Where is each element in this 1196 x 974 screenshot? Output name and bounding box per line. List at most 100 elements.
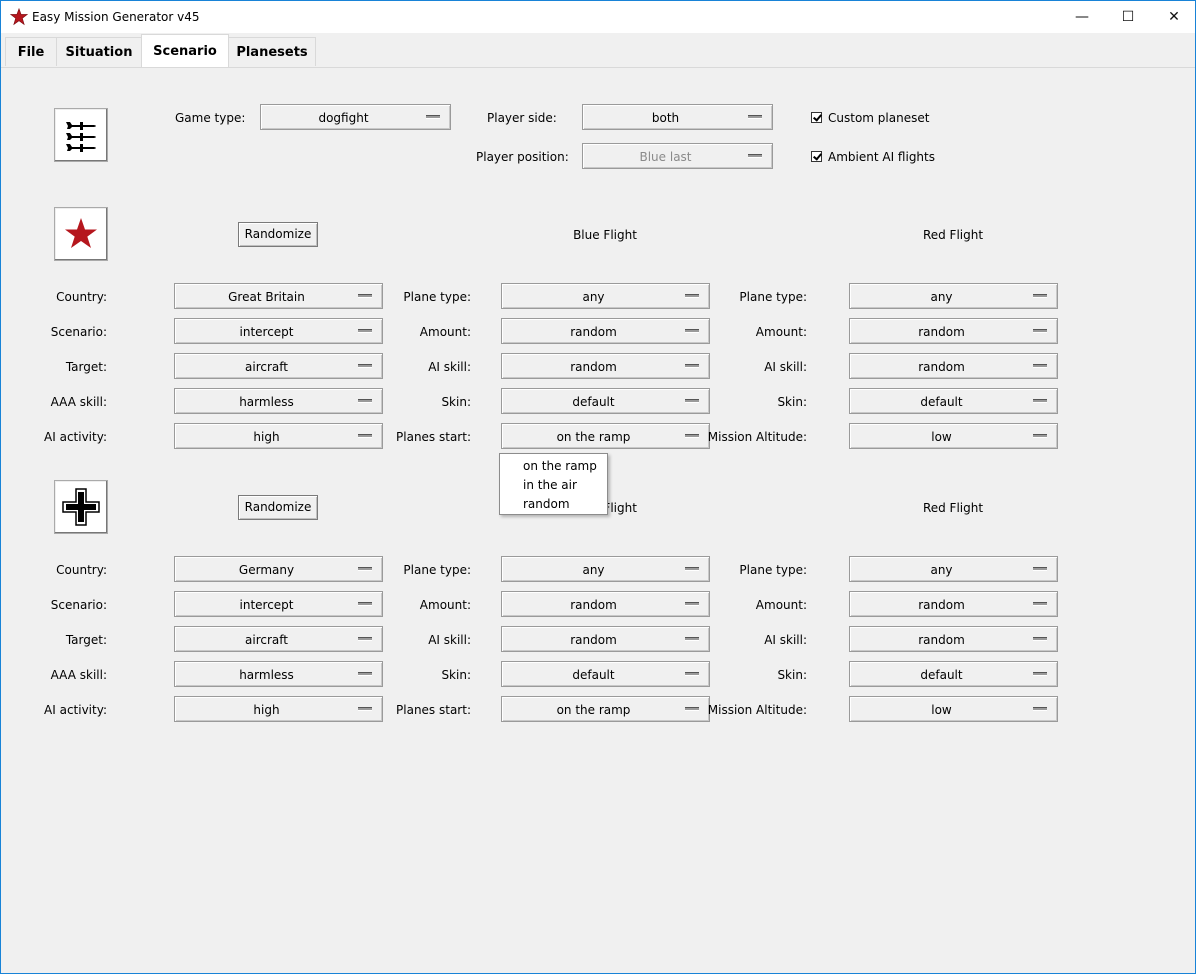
dropdown-option[interactable]: on the ramp (523, 459, 597, 473)
axis-emblem-box (54, 480, 108, 534)
red-ai-skill-select[interactable]: random (849, 626, 1058, 652)
country-select[interactable]: Great Britain (174, 283, 383, 309)
blue-plane-type-label: Plane type: (403, 563, 471, 577)
blue-plane-type-value: any (582, 290, 605, 304)
tab-planesets[interactable]: Planesets (228, 37, 316, 66)
aaa-skill-select[interactable]: harmless (174, 388, 383, 414)
ai-activity-label: AI activity: (44, 430, 107, 444)
dropdown-arrow-icon (358, 294, 372, 298)
scenario-select[interactable]: intercept (174, 591, 383, 617)
country-value: Germany (238, 563, 295, 577)
blue-ai-skill-label: AI skill: (428, 360, 471, 374)
red-mission-altitude-select[interactable]: low (849, 423, 1058, 449)
red-skin-select[interactable]: default (849, 661, 1058, 687)
red-skin-label: Skin: (777, 668, 807, 682)
window-title: Easy Mission Generator v45 (32, 10, 200, 24)
dropdown-arrow-icon (685, 707, 699, 711)
red-skin-value: default (920, 395, 963, 409)
iron-cross-icon (62, 488, 100, 526)
red-mission-altitude-select[interactable]: low (849, 696, 1058, 722)
custom-planeset-checkbox[interactable] (811, 112, 822, 123)
blue-plane-type-select[interactable]: any (501, 283, 710, 309)
tab-scenario[interactable]: Scenario (141, 34, 229, 67)
blue-planes-start-select[interactable]: on the ramp (501, 423, 710, 449)
red-skin-select[interactable]: default (849, 388, 1058, 414)
blue-ai-skill-value: random (570, 360, 617, 374)
red-mission-altitude-value: low (931, 430, 952, 444)
country-value: Great Britain (228, 290, 305, 304)
red-ai-skill-value: random (918, 360, 965, 374)
target-value: aircraft (245, 633, 288, 647)
ai-activity-select[interactable]: high (174, 423, 383, 449)
blue-planes-start-select[interactable]: on the ramp (501, 696, 710, 722)
aaa-skill-label: AAA skill: (50, 395, 107, 409)
blue-amount-value: random (570, 598, 617, 612)
red-skin-label: Skin: (777, 395, 807, 409)
target-label: Target: (65, 360, 107, 374)
close-button[interactable]: ✕ (1168, 9, 1180, 25)
player-position-value: Blue last (639, 150, 692, 164)
dropdown-arrow-icon (1033, 399, 1047, 403)
maximize-button[interactable]: ☐ (1121, 9, 1135, 25)
dropdown-arrow-icon (685, 602, 699, 606)
dropdown-arrow-icon (358, 364, 372, 368)
blue-skin-select[interactable]: default (501, 388, 710, 414)
blue-skin-value: default (572, 395, 615, 409)
tab-bar: File Situation Scenario Planesets (1, 33, 1195, 68)
dropdown-arrow-icon (685, 672, 699, 676)
allied-emblem-box (54, 207, 108, 261)
target-select[interactable]: aircraft (174, 353, 383, 379)
player-position-label: Player position: (476, 150, 569, 164)
dropdown-arrow-icon (1033, 329, 1047, 333)
target-select[interactable]: aircraft (174, 626, 383, 652)
randomize-button-1[interactable]: Randomize (238, 222, 318, 247)
game-type-select[interactable]: dogfight (260, 104, 451, 130)
aaa-skill-value: harmless (239, 668, 294, 682)
scenario-value: intercept (239, 598, 294, 612)
minimize-button[interactable]: — (1075, 9, 1089, 25)
planes-start-dropdown-list: on the ramp in the air random (499, 453, 608, 515)
red-ai-skill-value: random (918, 633, 965, 647)
ai-activity-select[interactable]: high (174, 696, 383, 722)
tab-file[interactable]: File (5, 37, 57, 66)
target-value: aircraft (245, 360, 288, 374)
ambient-ai-checkbox[interactable] (811, 151, 822, 162)
blue-ai-skill-select[interactable]: random (501, 626, 710, 652)
blue-amount-label: Amount: (419, 325, 471, 339)
dropdown-option[interactable]: random (523, 497, 570, 511)
blue-plane-type-label: Plane type: (403, 290, 471, 304)
dropdown-arrow-icon (358, 672, 372, 676)
aaa-skill-select[interactable]: harmless (174, 661, 383, 687)
blue-amount-select[interactable]: random (501, 591, 710, 617)
blue-plane-type-select[interactable]: any (501, 556, 710, 582)
dropdown-arrow-icon (358, 399, 372, 403)
blue-skin-select[interactable]: default (501, 661, 710, 687)
blue-ai-skill-label: AI skill: (428, 633, 471, 647)
scenario-select[interactable]: intercept (174, 318, 383, 344)
country-select[interactable]: Germany (174, 556, 383, 582)
planes-formation-icon (66, 122, 96, 152)
red-amount-select[interactable]: random (849, 318, 1058, 344)
red-plane-type-select[interactable]: any (849, 556, 1058, 582)
red-ai-skill-select[interactable]: random (849, 353, 1058, 379)
dropdown-arrow-icon (685, 567, 699, 571)
ai-activity-value: high (253, 430, 280, 444)
blue-planes-start-value: on the ramp (556, 430, 631, 444)
randomize-button-2[interactable]: Randomize (238, 495, 318, 520)
red-plane-type-select[interactable]: any (849, 283, 1058, 309)
red-amount-value: random (918, 598, 965, 612)
dropdown-option[interactable]: in the air (523, 478, 577, 492)
tab-situation[interactable]: Situation (56, 37, 142, 66)
dropdown-arrow-icon (685, 294, 699, 298)
game-type-value: dogfight (318, 111, 369, 125)
red-mission-altitude-label: Mission Altitude: (707, 430, 807, 444)
player-position-select[interactable]: Blue last (582, 143, 773, 169)
dropdown-arrow-icon (685, 637, 699, 641)
blue-ai-skill-select[interactable]: random (501, 353, 710, 379)
red-amount-select[interactable]: random (849, 591, 1058, 617)
blue-skin-value: default (572, 668, 615, 682)
blue-amount-select[interactable]: random (501, 318, 710, 344)
player-side-select[interactable]: both (582, 104, 773, 130)
aaa-skill-value: harmless (239, 395, 294, 409)
